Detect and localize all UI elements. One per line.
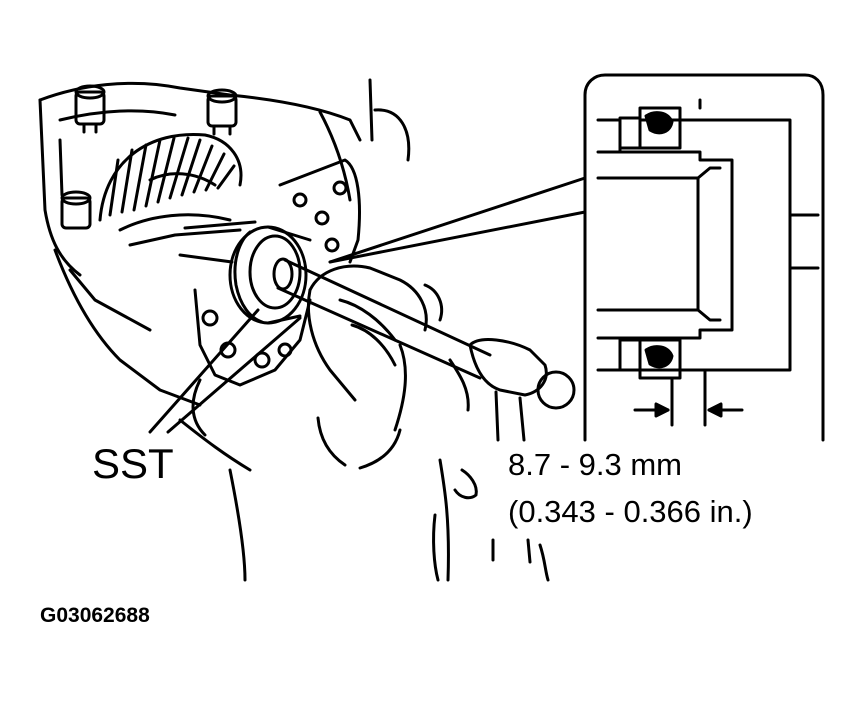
companion-flange-plate: [193, 158, 361, 387]
callout-leaders: [328, 176, 587, 264]
sst-label: SST: [92, 440, 174, 487]
sst-pointer-lines: [148, 308, 302, 434]
ring-gear: [98, 132, 243, 232]
sst-installer: [178, 220, 312, 325]
depth-spec-inch: (0.343 - 0.366 in.): [508, 494, 753, 529]
depth-spec-mm: 8.7 - 9.3 mm: [508, 447, 682, 482]
lower-housing-lines: [228, 78, 550, 582]
sst-handle-and-hammer: [272, 257, 576, 442]
differential-carrier: [38, 81, 362, 472]
carrier-bolts: [60, 84, 238, 230]
detail-view: [583, 73, 825, 442]
figure-id: G03062688: [40, 604, 150, 627]
hand: [306, 264, 470, 470]
